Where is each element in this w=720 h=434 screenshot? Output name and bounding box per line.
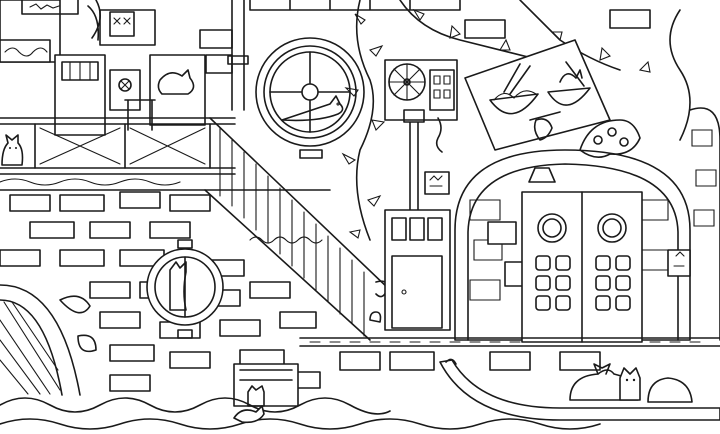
canal-water (0, 397, 601, 430)
noodle-bowl-icon (547, 87, 591, 106)
cat-icon (169, 261, 187, 311)
upper-balcony (0, 0, 236, 186)
top-bricks (199, 0, 651, 74)
ivy-vine (341, 0, 691, 241)
fish-icon (233, 405, 265, 424)
cat-icon (281, 95, 344, 122)
noodle-poster (464, 39, 611, 151)
large-porthole-window (255, 37, 365, 159)
lamp-icon (528, 118, 556, 183)
sack-icon (647, 377, 693, 403)
cat-icon (579, 119, 641, 158)
small-porthole-window (146, 239, 224, 339)
gondola-boat (439, 358, 720, 421)
canal-ledge (299, 337, 720, 371)
cellar-window (233, 363, 299, 407)
fan-signpost (384, 59, 458, 211)
close-icon (118, 78, 132, 92)
sleeping-cat-icon (157, 69, 195, 95)
cat-icon (247, 385, 265, 407)
staircase (204, 117, 391, 341)
domed-building (454, 107, 720, 343)
cat-icon (1, 134, 24, 166)
archway (0, 284, 97, 396)
small-door-unit (369, 171, 451, 331)
noodle-bowl-icon (489, 93, 539, 115)
cat-icon (619, 367, 641, 401)
door-knob-grid (535, 255, 631, 311)
